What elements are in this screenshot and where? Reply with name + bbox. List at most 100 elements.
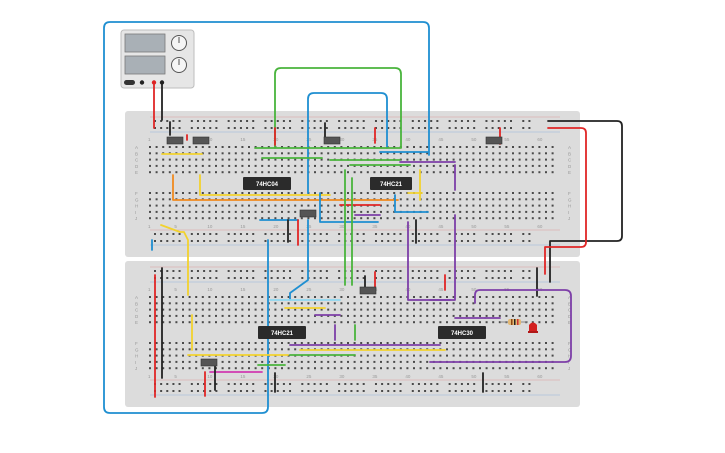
breadboard-hole[interactable] — [373, 342, 376, 344]
breadboard-hole[interactable] — [264, 127, 267, 129]
breadboard-hole[interactable] — [162, 171, 165, 174]
slide-switch-icon[interactable] — [166, 136, 184, 145]
breadboard-hole[interactable] — [512, 158, 514, 161]
breadboard-hole[interactable] — [473, 270, 476, 272]
breadboard-hole[interactable] — [528, 240, 531, 242]
breadboard-hole[interactable] — [386, 192, 389, 194]
breadboard-hole[interactable] — [149, 308, 151, 311]
breadboard-hole[interactable] — [505, 302, 508, 305]
breadboard-hole[interactable] — [452, 354, 455, 357]
breadboard-hole[interactable] — [261, 342, 264, 344]
breadboard-hole[interactable] — [300, 192, 303, 194]
breadboard-hole[interactable] — [467, 277, 470, 279]
breadboard-hole[interactable] — [246, 383, 249, 385]
breadboard-hole[interactable] — [333, 164, 336, 167]
breadboard-hole[interactable] — [381, 240, 384, 242]
breadboard-hole[interactable] — [281, 152, 283, 155]
breadboard-hole[interactable] — [485, 348, 488, 351]
breadboard-hole[interactable] — [155, 302, 158, 305]
breadboard-hole[interactable] — [459, 164, 462, 167]
breadboard-hole[interactable] — [221, 367, 224, 370]
breadboard-hole[interactable] — [439, 342, 442, 344]
breadboard-hole[interactable] — [294, 296, 297, 298]
breadboard-hole[interactable] — [479, 321, 481, 324]
breadboard-hole[interactable] — [362, 390, 365, 392]
breadboard-hole[interactable] — [320, 360, 323, 363]
breadboard-hole[interactable] — [373, 171, 376, 174]
breadboard-hole[interactable] — [452, 302, 455, 305]
breadboard-hole[interactable] — [538, 217, 541, 220]
breadboard-hole[interactable] — [175, 204, 178, 207]
breadboard-hole[interactable] — [518, 217, 521, 220]
breadboard-hole[interactable] — [473, 233, 476, 235]
breadboard-hole[interactable] — [166, 240, 169, 242]
breadboard-hole[interactable] — [467, 270, 470, 272]
breadboard-hole[interactable] — [411, 120, 414, 122]
breadboard-hole[interactable] — [525, 210, 528, 213]
breadboard-hole[interactable] — [387, 233, 390, 235]
breadboard-hole[interactable] — [313, 270, 316, 272]
breadboard-hole[interactable] — [373, 302, 376, 305]
breadboard-hole[interactable] — [195, 308, 198, 311]
breadboard-hole[interactable] — [162, 164, 165, 167]
breadboard-hole[interactable] — [270, 383, 273, 385]
breadboard-hole[interactable] — [373, 314, 376, 317]
breadboard-hole[interactable] — [473, 127, 476, 129]
breadboard-hole[interactable] — [452, 308, 455, 311]
breadboard-hole[interactable] — [473, 120, 476, 122]
breadboard-hole[interactable] — [338, 127, 341, 129]
breadboard-hole[interactable] — [446, 296, 448, 298]
breadboard-hole[interactable] — [498, 192, 501, 194]
breadboard-hole[interactable] — [381, 233, 384, 235]
breadboard-hole[interactable] — [479, 348, 481, 351]
breadboard-hole[interactable] — [248, 217, 250, 220]
breadboard-hole[interactable] — [215, 314, 217, 317]
breadboard-hole[interactable] — [485, 342, 488, 344]
breadboard-hole[interactable] — [252, 383, 255, 385]
breadboard-hole[interactable] — [386, 321, 389, 324]
breadboard-hole[interactable] — [467, 240, 470, 242]
breadboard-hole[interactable] — [319, 383, 322, 385]
breadboard-hole[interactable] — [300, 204, 303, 207]
breadboard-hole[interactable] — [492, 204, 495, 207]
breadboard-hole[interactable] — [241, 158, 244, 161]
wire-right-black[interactable] — [547, 120, 623, 283]
breadboard-hole[interactable] — [228, 314, 231, 317]
breadboard-hole[interactable] — [492, 171, 495, 174]
breadboard-hole[interactable] — [380, 217, 382, 220]
breadboard-hole[interactable] — [327, 342, 330, 344]
breadboard-hole[interactable] — [228, 360, 231, 363]
breadboard-hole[interactable] — [498, 210, 501, 213]
breadboard-hole[interactable] — [360, 308, 363, 311]
breadboard-hole[interactable] — [155, 152, 158, 155]
breadboard-hole[interactable] — [505, 146, 508, 148]
breadboard-hole[interactable] — [353, 302, 356, 305]
breadboard-hole[interactable] — [267, 204, 270, 207]
breadboard-hole[interactable] — [182, 354, 184, 357]
breadboard-hole[interactable] — [472, 342, 475, 344]
breadboard-hole[interactable] — [551, 302, 554, 305]
breadboard-hole[interactable] — [274, 152, 277, 155]
breadboard-hole[interactable] — [452, 217, 455, 220]
breadboard-hole[interactable] — [267, 164, 270, 167]
breadboard-hole[interactable] — [149, 217, 151, 220]
breadboard-hole[interactable] — [386, 308, 389, 311]
breadboard-hole[interactable] — [472, 348, 475, 351]
breadboard-hole[interactable] — [531, 367, 534, 370]
breadboard-hole[interactable] — [344, 120, 347, 122]
breadboard-hole[interactable] — [195, 314, 198, 317]
breadboard-hole[interactable] — [221, 192, 224, 194]
breadboard-hole[interactable] — [459, 314, 462, 317]
breadboard-hole[interactable] — [406, 308, 409, 311]
breadboard-hole[interactable] — [393, 192, 396, 194]
breadboard-hole[interactable] — [241, 308, 244, 311]
breadboard-hole[interactable] — [314, 367, 316, 370]
breadboard-hole[interactable] — [188, 204, 191, 207]
breadboard-hole[interactable] — [452, 146, 455, 148]
breadboard-hole[interactable] — [393, 342, 396, 344]
breadboard-hole[interactable] — [248, 360, 250, 363]
breadboard-hole[interactable] — [319, 240, 322, 242]
breadboard-hole[interactable] — [241, 321, 244, 324]
breadboard-hole[interactable] — [340, 210, 343, 213]
breadboard-hole[interactable] — [459, 198, 462, 201]
